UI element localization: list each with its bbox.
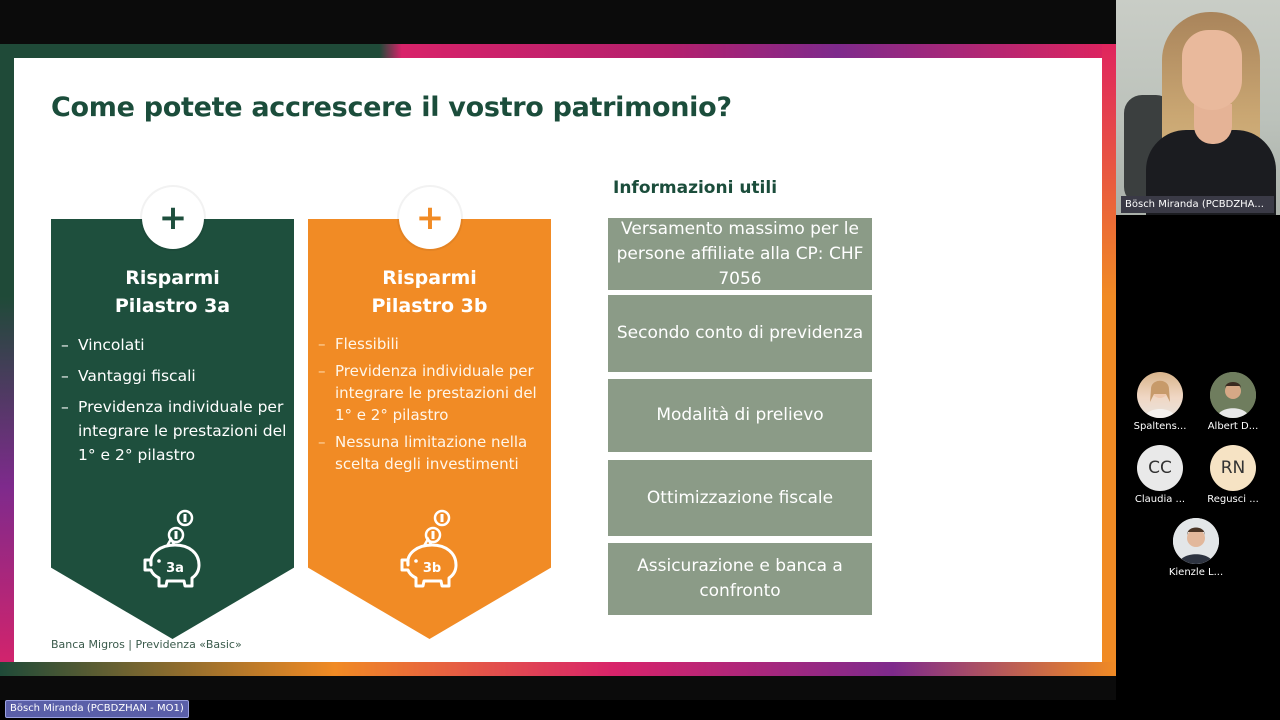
decor-band-top: [0, 44, 1116, 58]
piggy-bank-icon: 3b: [400, 509, 458, 588]
avatar: [1137, 372, 1183, 418]
info-box-insurance-bank: Assicurazione e banca a confronto: [608, 543, 872, 615]
pillar-3b-card: + Risparmi Pilastro 3b Flessibili Previd…: [308, 187, 551, 639]
bullet-item: Nessuna limitazione nella scelta degli i…: [318, 431, 546, 475]
avatar-photo-icon: [1145, 380, 1175, 418]
participant-name: Albert D...: [1207, 421, 1259, 432]
pillar-3b-title-line1: Risparmi: [382, 267, 477, 289]
pillar-3a-badge: 3a: [166, 561, 184, 576]
avatar: RN: [1210, 445, 1256, 491]
active-speaker-label: Bösch Miranda (PCBDZHAN - MO1): [5, 700, 189, 718]
pillar-3a-title-line1: Risparmi: [125, 267, 220, 289]
avatar: [1173, 518, 1219, 564]
participant-tile[interactable]: RN Regusci ...: [1197, 445, 1269, 505]
info-title: Informazioni utili: [613, 178, 778, 198]
participant-tile[interactable]: CC Claudia ...: [1124, 445, 1196, 505]
bullet-item: Vincolati: [61, 333, 289, 357]
pillar-3b-title: Risparmi Pilastro 3b: [308, 264, 551, 320]
participant-name: Spaltens...: [1133, 421, 1187, 432]
slide-title: Come potete accrescere il vostro patrimo…: [51, 92, 732, 123]
plus-icon: +: [399, 187, 461, 249]
participant-name: Claudia ...: [1134, 494, 1186, 505]
pillar-3b-shape: [308, 219, 551, 639]
video-person-neck: [1194, 104, 1232, 144]
pillar-3a-bullets: Vincolati Vantaggi fiscali Previdenza in…: [61, 333, 289, 474]
participant-tile[interactable]: Albert D...: [1197, 372, 1269, 432]
shared-screen: Come potete accrescere il vostro patrimo…: [0, 0, 1116, 700]
pillar-3b-title-line2: Pilastro 3b: [371, 295, 488, 317]
decor-band-right: [1102, 44, 1116, 676]
piggy-bank-icon: 3a: [143, 509, 201, 588]
avatar-photo-icon: [1173, 518, 1219, 564]
info-box-max-contribution: Versamento massimo per le persone affili…: [608, 218, 872, 290]
pillar-3a-title: Risparmi Pilastro 3a: [51, 264, 294, 320]
bullet-item: Flessibili: [318, 333, 546, 355]
participant-name: Regusci ...: [1207, 494, 1259, 505]
presenter-name-label: Bösch Miranda (PCBDZHA...: [1121, 196, 1274, 213]
plus-icon: +: [142, 187, 204, 249]
slide-footer: Banca Migros | Previdenza «Basic»: [51, 638, 242, 651]
avatar: [1210, 372, 1256, 418]
bullet-item: Previdenza individuale per integrare le …: [318, 360, 546, 426]
info-box-tax-optimization: Ottimizzazione fiscale: [608, 460, 872, 536]
pillar-3a-card: + Risparmi Pilastro 3a Vincolati Vantagg…: [51, 187, 294, 639]
info-box-withdrawal: Modalità di prelievo: [608, 379, 872, 452]
presentation-slide: Come potete accrescere il vostro patrimo…: [14, 58, 1102, 662]
participant-tile[interactable]: Kienzle L...: [1160, 518, 1232, 578]
pillar-3b-badge: 3b: [423, 561, 441, 576]
pillar-3a-title-line2: Pilastro 3a: [114, 295, 231, 317]
presenter-video-tile[interactable]: Bösch Miranda (PCBDZHA...: [1116, 0, 1280, 215]
decor-band-bottom: [0, 662, 1116, 676]
info-box-second-account: Secondo conto di previdenza: [608, 295, 872, 372]
pillar-3b-bullets: Flessibili Previdenza individuale per in…: [318, 333, 546, 480]
participant-name: Kienzle L...: [1168, 567, 1224, 578]
participant-tile[interactable]: Spaltens...: [1124, 372, 1196, 432]
decor-band-left: [0, 44, 14, 676]
avatar: CC: [1137, 445, 1183, 491]
avatar-photo-icon: [1210, 372, 1256, 418]
bullet-item: Previdenza individuale per integrare le …: [61, 395, 289, 467]
video-person-face: [1182, 30, 1242, 110]
bullet-item: Vantaggi fiscali: [61, 364, 289, 388]
